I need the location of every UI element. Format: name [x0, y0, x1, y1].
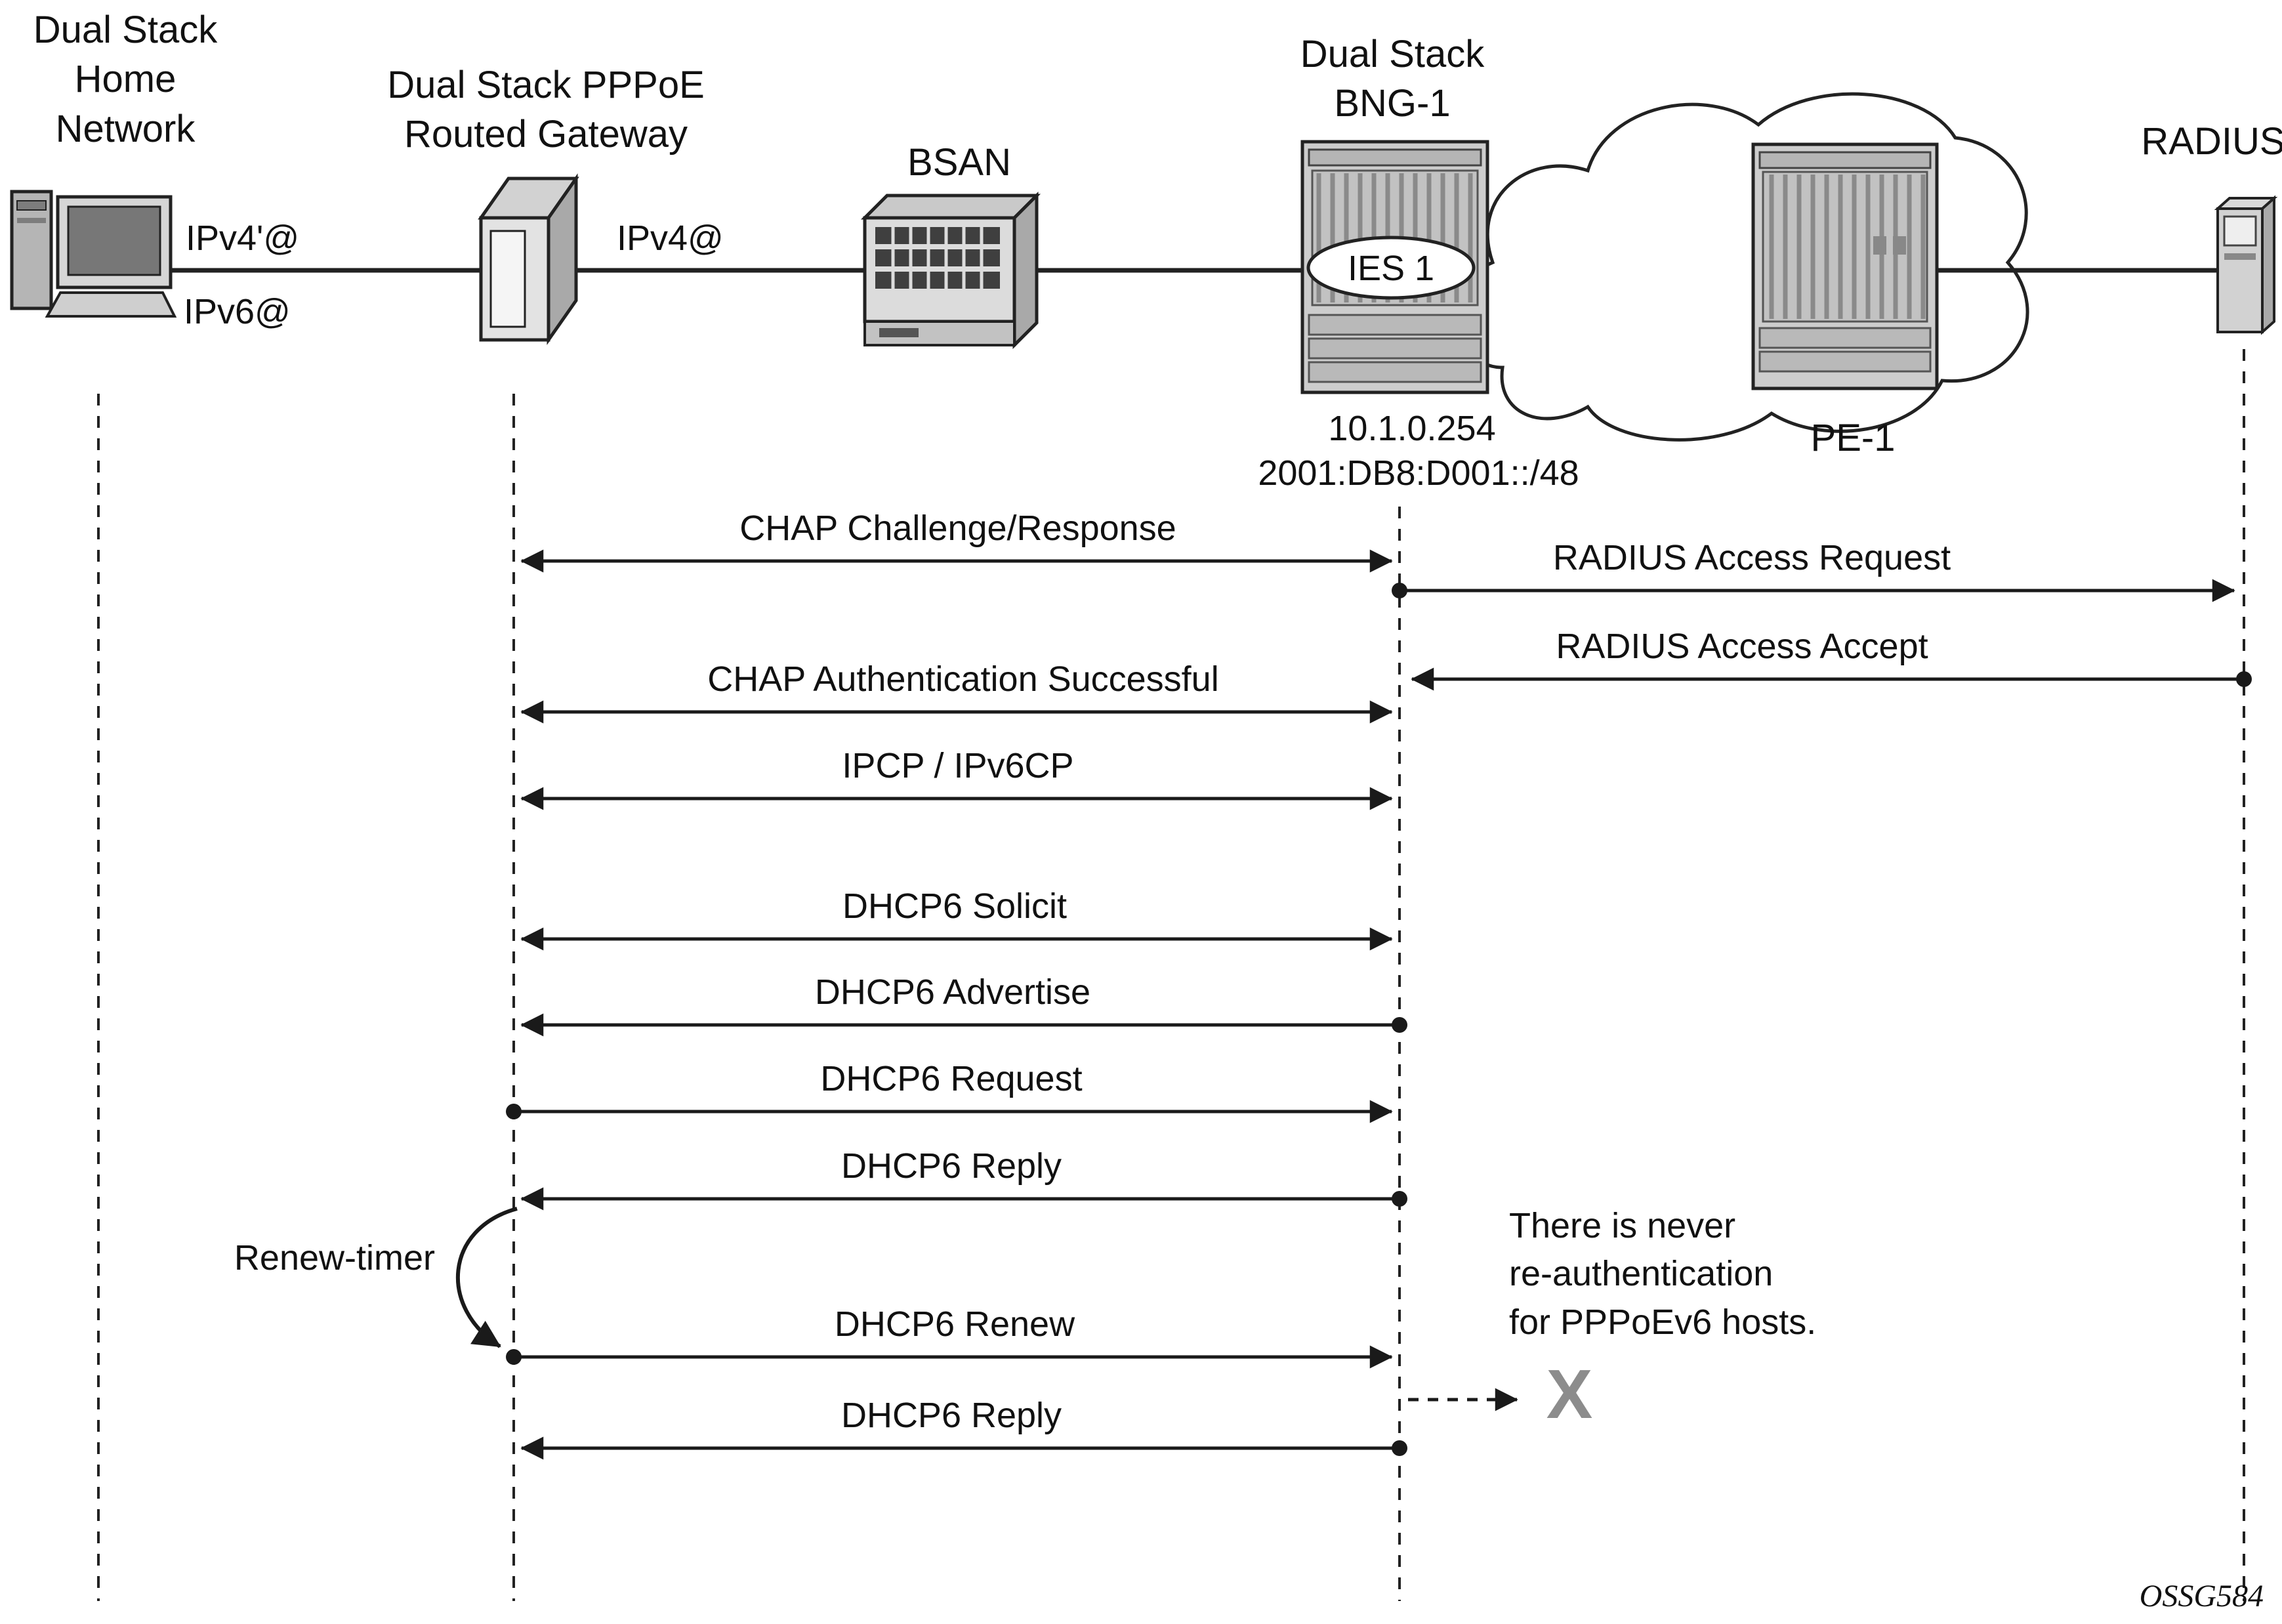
msg-dhcp6-solicit-label: DHCP6 Solicit	[842, 886, 1068, 926]
home-network-label: Dual Stack Home Network	[33, 9, 218, 150]
bng-ipv4-address-label: 10.1.0.254	[1328, 409, 1496, 448]
no-reauth-note: There is never re-authentication for PPP…	[1509, 1206, 1817, 1342]
pe-chassis-icon	[1751, 142, 1939, 390]
home-computer-icon	[10, 190, 177, 318]
msg-chap-auth-success-label: CHAP Authentication Successful	[707, 659, 1219, 699]
gateway-label: Dual Stack PPPoE Routed Gateway	[387, 64, 705, 156]
ies-service-badge	[1306, 236, 1476, 300]
rejection-x-mark: X	[1546, 1356, 1593, 1433]
msg-radius-access-request-label: RADIUS Access Request	[1552, 538, 1951, 577]
figure-id-watermark: OSSG584	[2139, 1579, 2264, 1614]
bng-label: Dual Stack BNG-1	[1300, 33, 1485, 125]
network-cloud	[1457, 92, 2029, 442]
msg-dhcp6-renew-label: DHCP6 Renew	[834, 1304, 1075, 1344]
gateway-icon	[478, 173, 579, 345]
msg-ipcp-label: IPCP / IPv6CP	[842, 746, 1074, 785]
radius-server-icon	[2214, 195, 2278, 335]
bng-ipv6-prefix-label: 2001:DB8:D001::/48	[1258, 453, 1579, 493]
msg-radius-access-accept-label: RADIUS Access Accept	[1556, 627, 1928, 666]
pe-label: PE-1	[1810, 417, 1896, 459]
radius-label: RADIUS	[2141, 120, 2282, 163]
renew-timer-label: Renew-timer	[234, 1238, 435, 1278]
ies-badge-label: IES 1	[1348, 249, 1434, 288]
gateway-ipv4-address-label: IPv4@	[617, 219, 724, 258]
msg-chap-challenge-label: CHAP Challenge/Response	[739, 509, 1176, 548]
msg-dhcp6-reply2-label: DHCP6 Reply	[840, 1396, 1062, 1435]
home-ipv6-address-label: IPv6@	[184, 292, 291, 331]
msg-dhcp6-reply-label: DHCP6 Reply	[840, 1146, 1062, 1186]
bsan-label: BSAN	[907, 141, 1011, 184]
bng-chassis-icon: IES 1	[1300, 140, 1489, 394]
bsan-icon	[860, 191, 1041, 350]
msg-dhcp6-request-label: DHCP6 Request	[820, 1059, 1083, 1098]
renew-timer-loop-arrow	[456, 1207, 518, 1348]
home-ipv4-address-label: IPv4'@	[186, 219, 300, 258]
msg-dhcp6-advertise-label: DHCP6 Advertise	[814, 972, 1091, 1012]
